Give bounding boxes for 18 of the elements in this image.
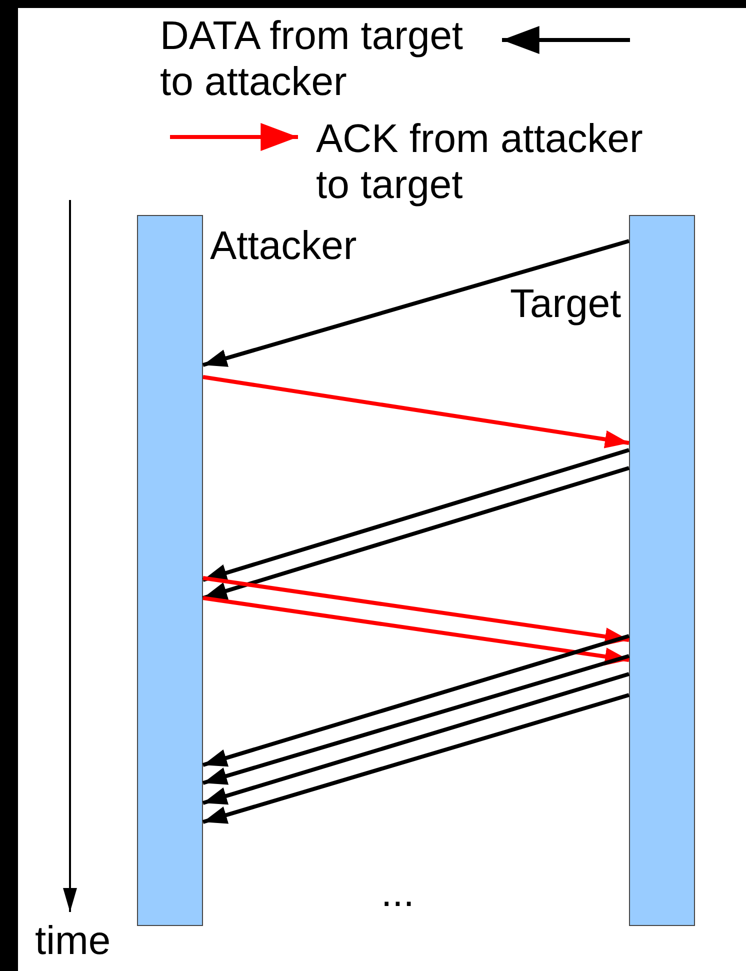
ellipsis-label: ...: [381, 870, 414, 916]
legend-text: ACK from attacker to target: [316, 116, 644, 208]
lifeline-bar: [137, 215, 203, 926]
message-arrow: [202, 596, 630, 666]
lifeline-bar: [629, 215, 695, 926]
message-arrow: [202, 672, 630, 805]
lifeline-label: Attacker: [210, 223, 357, 269]
message-arrow: [202, 239, 630, 367]
legend-text: DATA from target to attacker: [160, 13, 464, 105]
message-arrow: [202, 693, 630, 824]
message-arrow: [202, 466, 630, 600]
axis-label: time: [35, 918, 111, 964]
message-arrow: [202, 375, 630, 448]
message-arrow: [202, 576, 630, 646]
message-arrow: [202, 448, 630, 582]
message-arrow: [202, 634, 630, 767]
lifeline-label: Target: [510, 281, 622, 327]
message-arrow: [202, 654, 630, 785]
